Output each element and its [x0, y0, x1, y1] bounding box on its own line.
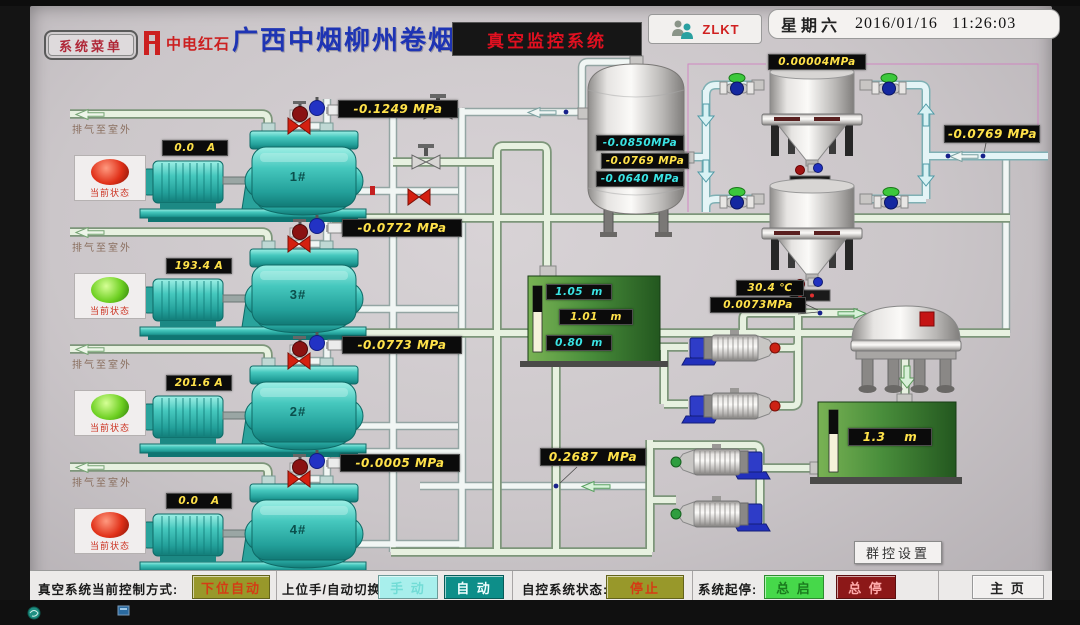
- taskbar-icon-1: [27, 606, 41, 620]
- seal-tank-level-display: 1.3 m: [848, 428, 932, 446]
- monitor-bezel-top: [0, 0, 1080, 6]
- hopper-branch-pressure: -0.0769 MPa: [944, 125, 1040, 143]
- pump1-pressure-display: -0.1249 MPa: [338, 100, 458, 118]
- stop-all-button[interactable]: 总 停: [836, 575, 896, 599]
- pump3-status-label: 当前状态: [89, 306, 130, 316]
- pump4-status-panel[interactable]: 当前状态: [74, 508, 146, 554]
- control-mode-label: 真空系统当前控制方式:: [38, 583, 179, 597]
- autocontrol-status-label: 自控系统状态:: [522, 583, 609, 597]
- bar-divider: [692, 571, 693, 601]
- pump2-status-lamp: [91, 394, 129, 420]
- pump4-number: 4#: [289, 522, 307, 537]
- user-account-button[interactable]: ZLKT: [648, 14, 762, 44]
- manual-button[interactable]: 手 动: [378, 575, 438, 599]
- vendor-logo: 中电红石: [142, 28, 230, 58]
- exhaust-label-1: 排气至室外: [72, 125, 132, 136]
- pump1-status-lamp: [91, 159, 129, 185]
- pump4-status-lamp: [91, 512, 129, 538]
- auto-button[interactable]: 自 动: [444, 575, 504, 599]
- system-title: 真空监控系统: [487, 31, 607, 51]
- redstone-logo-icon: [144, 31, 160, 55]
- pump2-number: 2#: [289, 404, 307, 419]
- control-mode-value-button[interactable]: 下位自动: [192, 575, 270, 599]
- system-startstop-label: 系统起停:: [698, 583, 758, 597]
- pump3-current-display: 193.4 A: [166, 258, 232, 274]
- buffer-tank-pressure-1: -0.0850MPa: [596, 135, 684, 151]
- weekday-text: 星期六: [781, 18, 842, 35]
- system-menu-label: 系统菜单: [58, 38, 123, 54]
- loop-pressure-display: 0.0073MPa: [710, 297, 806, 313]
- factory-title: 广西中烟柳州卷烟厂: [232, 26, 485, 55]
- pump4-status-label: 当前状态: [89, 541, 130, 551]
- pump1-status-label: 当前状态: [89, 188, 130, 198]
- water-tank-level-low: 0.80 m: [546, 335, 612, 351]
- time-text: 11:26:03: [951, 15, 1017, 32]
- monitor-bezel-bottom: [0, 600, 1080, 625]
- autocontrol-status-value: 停止: [606, 575, 684, 599]
- pump2-current-display: 201.6 A: [166, 375, 232, 391]
- date-text: 2016/01/16: [855, 15, 938, 32]
- group-control-settings-button[interactable]: 群控设置: [854, 541, 942, 564]
- bar-divider: [938, 571, 939, 601]
- vendor-logo-text: 中电红石: [166, 35, 231, 53]
- taskbar-icon-2: [117, 605, 130, 616]
- pump4-current-display: 0.0 A: [166, 493, 232, 509]
- manual-auto-switch-label: 上位手/自动切换:: [282, 583, 387, 597]
- pump4-pressure-display: -0.0005 MPa: [340, 454, 460, 472]
- pump2-pressure-display: -0.0773 MPa: [342, 336, 462, 354]
- users-icon: [672, 20, 694, 39]
- bar-divider: [512, 571, 513, 601]
- datetime-panel: 星期六 2016/01/16 11:26:03: [768, 9, 1060, 39]
- buffer-tank-pressure-2: -0.0769 MPa: [601, 153, 689, 169]
- bar-divider: [276, 571, 277, 601]
- supply-pressure-display: 0.2687 MPa: [540, 448, 646, 466]
- home-button[interactable]: 主 页: [972, 575, 1044, 599]
- pump3-status-panel[interactable]: 当前状态: [74, 273, 146, 319]
- control-bar: 真空系统当前控制方式: 下位自动 上位手/自动切换: 手 动 自 动 自控系统状…: [30, 570, 1052, 601]
- pump3-number: 3#: [289, 287, 307, 302]
- pump1-current-display: 0.0 A: [162, 140, 228, 156]
- exhaust-label-4: 排气至室外: [72, 478, 132, 489]
- hmi-screen: [30, 6, 1052, 600]
- water-tank-level-high: 1.05 m: [546, 284, 612, 300]
- pump3-status-lamp: [91, 277, 129, 303]
- pump1-number: 1#: [289, 169, 307, 184]
- water-tank-level-current: 1.01 m: [559, 309, 633, 325]
- system-menu-button[interactable]: 系统菜单: [44, 30, 138, 60]
- buffer-tank-pressure-3: -0.0640 MPa: [596, 171, 684, 187]
- system-title-panel: 真空监控系统: [452, 22, 642, 56]
- pump2-status-panel[interactable]: 当前状态: [74, 390, 146, 436]
- loop-temperature-display: 30.4 ℃: [736, 280, 804, 296]
- pump2-status-label: 当前状态: [89, 423, 130, 433]
- user-account-label: ZLKT: [702, 21, 740, 37]
- exhaust-label-2: 排气至室外: [72, 243, 132, 254]
- pump3-pressure-display: -0.0772 MPa: [342, 219, 462, 237]
- start-all-button[interactable]: 总 启: [764, 575, 824, 599]
- exhaust-label-3: 排气至室外: [72, 360, 132, 371]
- hopper-top-pressure: 0.00004MPa: [768, 54, 866, 70]
- pump1-status-panel[interactable]: 当前状态: [74, 155, 146, 201]
